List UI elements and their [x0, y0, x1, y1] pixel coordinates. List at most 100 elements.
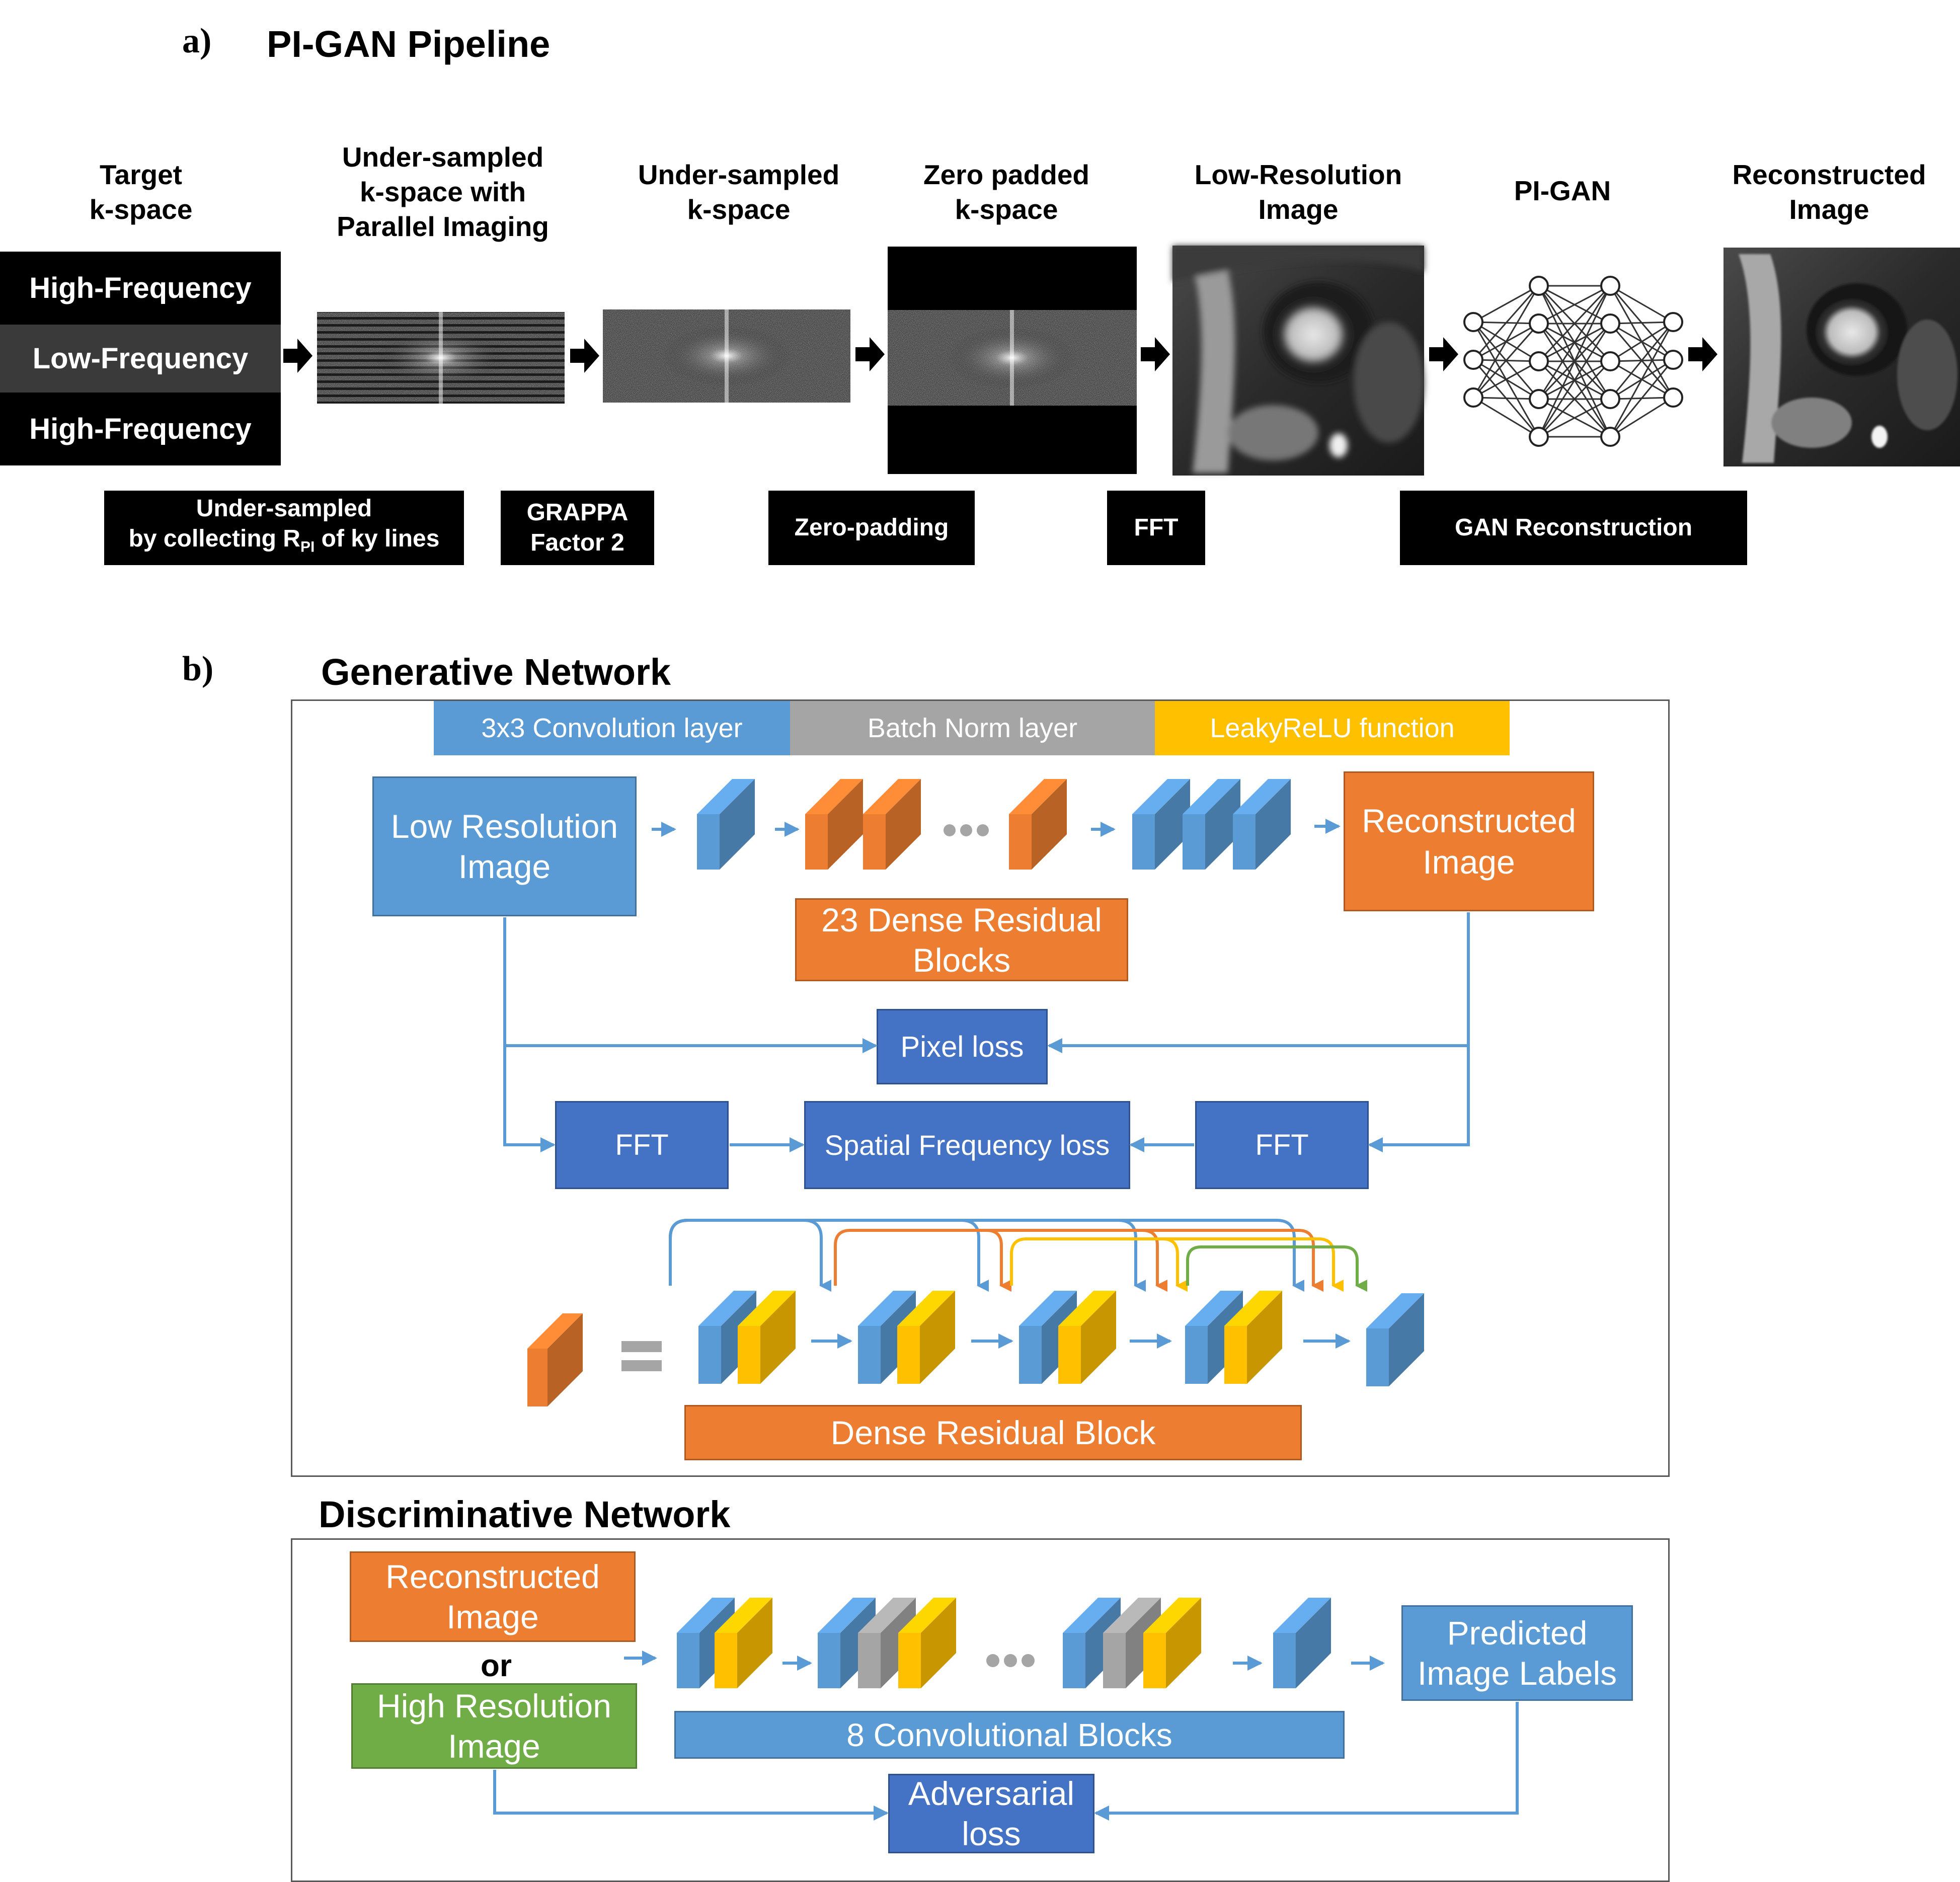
nn-node [1663, 350, 1683, 370]
panel-b-label: b) [182, 650, 214, 688]
disc-ellipsis-dots [986, 1654, 1035, 1667]
arrow-6 [1688, 337, 1717, 371]
nn-edge [1538, 398, 1611, 438]
caption-zero-padding: Zero-padding [768, 491, 975, 565]
caption-undersampled-line1: Under-sampled [196, 495, 372, 522]
arrow-1 [283, 339, 312, 373]
layer-cubes [527, 779, 1424, 1688]
nn-edge [1538, 323, 1611, 437]
band-low-frequency: Low-Frequency [0, 325, 281, 393]
nn-edge [1538, 285, 1611, 325]
drb-lrelu-cube-1 [738, 1291, 796, 1384]
drb-final-conv-cube [1366, 1293, 1424, 1386]
arrow-2 [570, 339, 599, 373]
legend-leakyrelu: LeakyReLU function [1155, 701, 1510, 755]
disc-output-labels: Predicted Image Labels [1401, 1605, 1633, 1701]
arrow-5 [1429, 337, 1458, 371]
fft-right-box: FFT [1195, 1101, 1369, 1189]
gen-drb-cube-3 [1009, 779, 1067, 870]
nn-edge [1609, 322, 1674, 400]
nn-edge [1538, 285, 1611, 400]
kspace-zero-padded-image [888, 247, 1137, 474]
nn-node [1529, 427, 1549, 447]
generative-network-frame [291, 699, 1670, 1477]
low-resolution-mri-image [1172, 246, 1424, 476]
disc-lrelu-cube-3 [1143, 1598, 1201, 1688]
gen-conv-cube-1 [697, 779, 755, 870]
nn-edge [1473, 285, 1539, 323]
col-title-target: Target k-space [89, 159, 193, 225]
nn-node [1600, 427, 1620, 447]
nn-node [1529, 351, 1549, 371]
nn-edge [1538, 285, 1611, 437]
disc-input-reconstructed: Reconstructed Image [350, 1551, 636, 1642]
nn-node [1529, 313, 1549, 334]
gen-conv-cube-4 [1233, 779, 1291, 870]
nn-edge [1472, 323, 1540, 398]
nn-edge [1472, 285, 1540, 398]
drb-lrelu-cube-3 [1058, 1291, 1116, 1384]
drb-legend-cube [527, 1313, 583, 1406]
gen-drb-count-label: 23 Dense Residual Blocks [795, 898, 1128, 981]
nn-edge [1610, 285, 1674, 323]
caption-grappa: GRAPPA Factor 2 [501, 491, 654, 565]
gen-output-reconstructed: Reconstructed Image [1344, 771, 1594, 911]
dense-residual-block-label: Dense Residual Block [684, 1405, 1302, 1460]
caption-undersampled-line2: by collecting RPI of ky lines [128, 525, 440, 556]
nn-edge [1538, 360, 1611, 438]
nn-node [1529, 276, 1549, 296]
nn-edge [1610, 321, 1674, 325]
col-title-low-res: Low-Resolution Image [1194, 159, 1402, 225]
nn-edge [1472, 285, 1540, 360]
gen-conv-cube-2 [1132, 779, 1190, 870]
adversarial-loss-box: Adversarial loss [888, 1774, 1094, 1853]
nn-edge [1473, 397, 1539, 438]
nn-edge [1538, 285, 1611, 362]
nn-edge [1609, 322, 1674, 437]
gen-input-low-res: Low Resolution Image [372, 776, 637, 916]
spatial-frequency-loss-box: Spatial Frequency loss [804, 1101, 1130, 1189]
disc-input-high-res: High Resolution Image [351, 1683, 637, 1769]
drb-skip-connections [669, 1219, 1367, 1292]
reconstructed-mri-image [1723, 248, 1960, 466]
col-title-zero-padded: Zero padded k-space [923, 159, 1090, 225]
nn-node [1600, 276, 1620, 296]
col-title-reconstructed: Reconstructed Image [1732, 159, 1926, 225]
gen-flow-arrows [503, 819, 1470, 1152]
disc-conv-cube-4 [1273, 1598, 1331, 1688]
col-title-undersampled: Under-sampled k-space [638, 159, 840, 225]
nn-node [1600, 313, 1620, 334]
legend-batch-norm: Batch Norm layer [790, 701, 1155, 755]
col-title-parallel: Under-sampled k-space with Parallel Imag… [337, 141, 549, 242]
pixel-loss-box: Pixel loss [877, 1009, 1048, 1084]
panel-a-label: a) [182, 22, 212, 60]
nn-node [1463, 387, 1483, 408]
nn-edge [1473, 397, 1539, 400]
nn-node [1663, 312, 1683, 332]
disc-or-label: or [481, 1649, 512, 1683]
discriminative-network-title: Discriminative Network [319, 1494, 731, 1535]
caption-fft: FFT [1107, 491, 1205, 565]
gen-drb-cube-2 [863, 779, 921, 870]
gen-drb-cube-1 [805, 779, 863, 870]
disc-conv-blocks-label: 8 Convolutional Blocks [674, 1711, 1345, 1759]
col-title-pigan: PI-GAN [1514, 175, 1611, 206]
kspace-parallel-image [317, 312, 565, 404]
equals-sign [621, 1341, 662, 1371]
neural-network-icon [1463, 276, 1683, 447]
pipeline-arrows [283, 337, 1717, 373]
caption-undersampled: Under-sampled by collecting RPI of ky li… [104, 491, 464, 565]
disc-lrelu-cube-1 [715, 1598, 772, 1688]
gen-ellipsis-dots [944, 824, 989, 836]
arrow-4 [1141, 337, 1170, 371]
disc-lrelu-cube-2 [898, 1598, 956, 1688]
fft-left-box: FFT [555, 1101, 729, 1189]
nn-edge [1610, 321, 1674, 362]
nn-edge [1473, 360, 1539, 399]
nn-node [1463, 350, 1483, 370]
disc-flow-arrows [493, 1651, 1519, 1821]
nn-node [1663, 387, 1683, 408]
nn-node [1600, 351, 1620, 371]
